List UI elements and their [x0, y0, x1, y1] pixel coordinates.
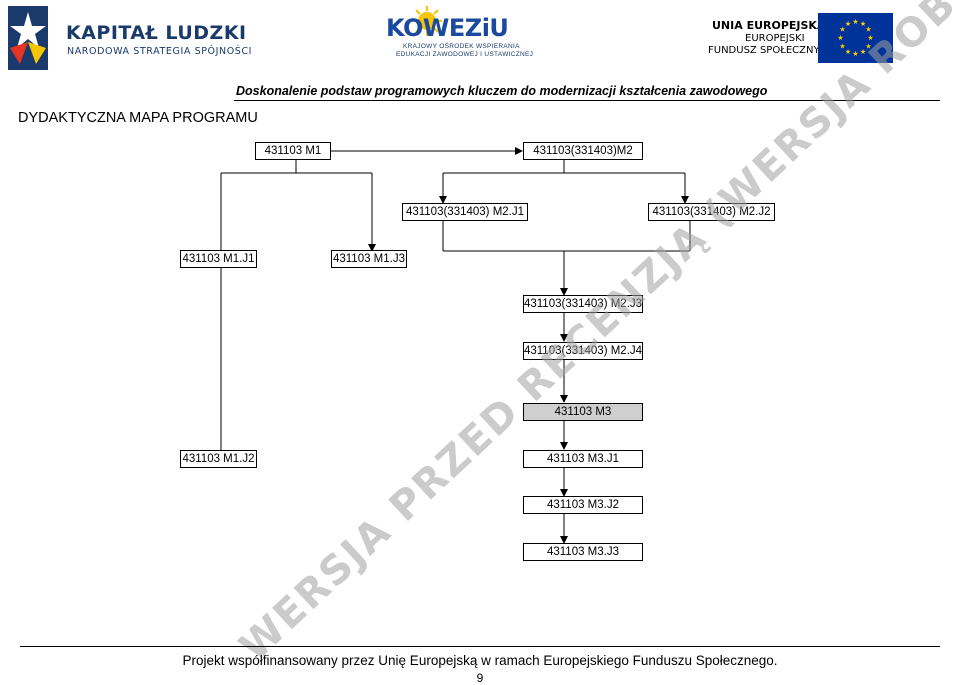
svg-text:★: ★ — [865, 43, 871, 51]
svg-text:★: ★ — [839, 26, 845, 34]
box-m1j2: 431103 M1.J2 — [180, 450, 257, 468]
kapital-ludzki-title: KAPITAŁ LUDZKI — [66, 22, 247, 44]
box-m2j2: 431103(331403) M2.J2 — [648, 203, 775, 221]
ue-line-1: UNIA EUROPEJSKA — [712, 19, 826, 32]
svg-text:★: ★ — [867, 34, 873, 42]
box-m3j2: 431103 M3.J2 — [523, 496, 643, 514]
box-m3j1: 431103 M3.J1 — [523, 450, 643, 468]
box-m1j3: 431103 M1.J3 — [331, 250, 407, 268]
header-rule — [234, 100, 940, 101]
svg-text:★: ★ — [845, 48, 851, 56]
kowezu-subtitle-2: EDUKACJI ZAWODOWEJ I USTAWICZNEJ — [396, 51, 534, 58]
box-m1: 431103 M1 — [255, 142, 331, 160]
box-m2j3: 431103(331403) M2.J3 — [523, 295, 643, 313]
ue-line-3: FUNDUSZ SPOŁECZNY — [708, 45, 820, 56]
eu-flag-icon: ★★★ ★★★ ★★★ ★★★ — [818, 13, 893, 63]
svg-text:★: ★ — [852, 50, 858, 58]
svg-text:★: ★ — [865, 26, 871, 34]
kapital-ludzki-subtitle: NARODOWA STRATEGIA SPÓJNOŚCI — [67, 46, 253, 57]
box-m3: 431103 M3 — [523, 403, 643, 421]
box-m2j4: 431103(331403) M2.J4 — [523, 342, 643, 360]
box-m2j1: 431103(331403) M2.J1 — [402, 203, 528, 221]
svg-text:★: ★ — [845, 20, 851, 28]
project-subtitle: Doskonalenie podstaw programowych klucze… — [236, 84, 768, 98]
box-m1j1: 431103 M1.J1 — [180, 250, 257, 268]
ue-line-2: EUROPEJSKI — [745, 33, 805, 44]
box-m2: 431103(331403)M2 — [523, 142, 643, 160]
page-title: DYDAKTYCZNA MAPA PROGRAMU — [18, 110, 258, 126]
kapital-ludzki-logo — [6, 4, 50, 72]
svg-text:★: ★ — [860, 48, 866, 56]
svg-text:★: ★ — [839, 43, 845, 51]
footer-text: Projekt współfinansowany przez Unię Euro… — [182, 653, 778, 668]
svg-text:★: ★ — [837, 34, 843, 42]
page-number: 9 — [476, 671, 484, 685]
svg-text:★: ★ — [852, 18, 858, 26]
kowezu-subtitle-1: KRAJOWY OŚRODEK WSPIERANIA — [403, 43, 520, 50]
kowezu-logo: KOWEZiU — [386, 14, 509, 42]
box-m3j3: 431103 M3.J3 — [523, 543, 643, 561]
kowezu-sun-icon — [412, 6, 442, 36]
footer-rule — [20, 646, 940, 647]
svg-text:★: ★ — [860, 20, 866, 28]
kapital-ludzki-emblem-icon — [8, 6, 48, 70]
